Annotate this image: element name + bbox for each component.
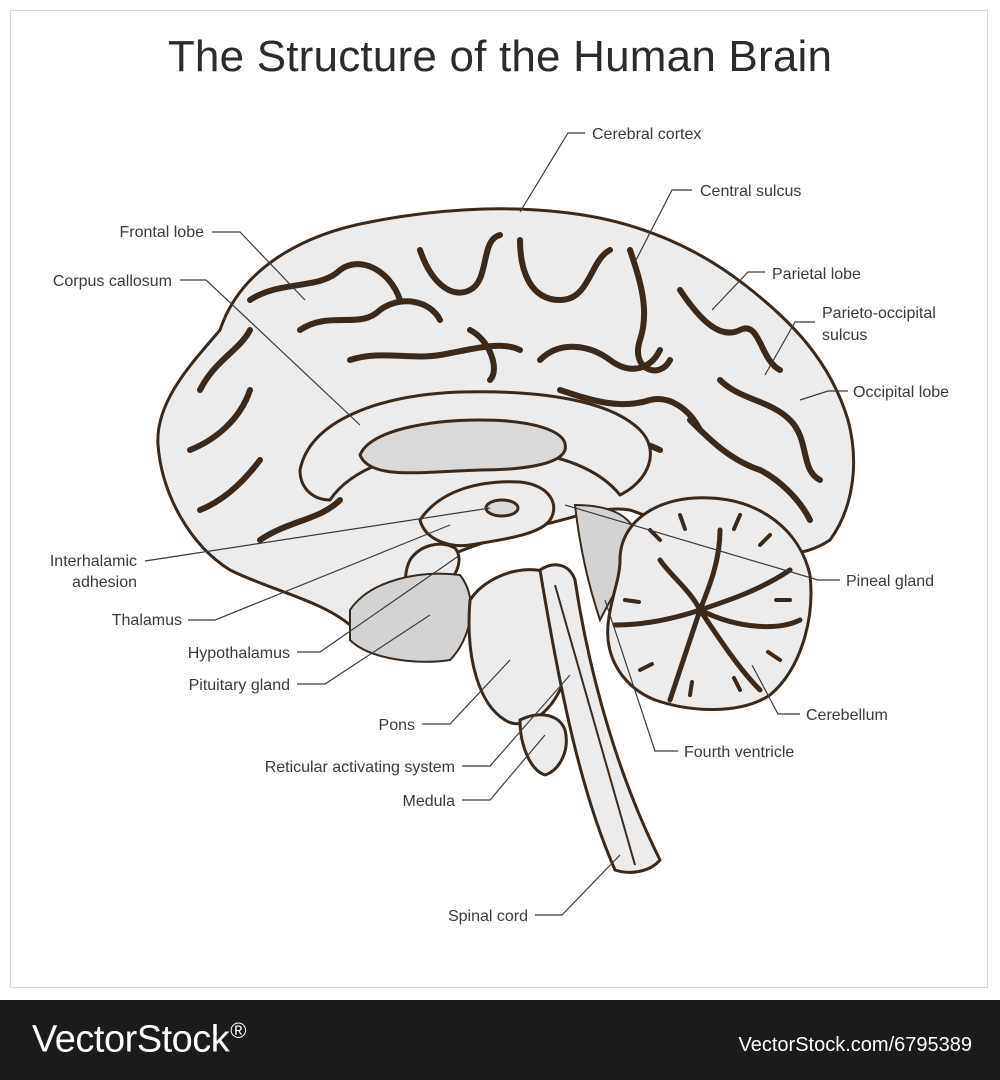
- cerebellum-shape: [606, 496, 813, 711]
- leader-lines: [144, 132, 848, 916]
- label-hypothalamus: Hypothalamus: [188, 645, 290, 662]
- label-thalamus: Thalamus: [112, 612, 182, 629]
- thalamus-shape: [418, 480, 556, 548]
- spinal-cord-shape: [538, 563, 662, 874]
- label-fourth-ventricle: Fourth ventricle: [684, 744, 794, 761]
- label-pituitary-gland: Pituitary gland: [189, 677, 290, 694]
- label-frontal-lobe: Frontal lobe: [120, 224, 205, 241]
- label-parieto-occipital-line1: Parieto-occipital: [822, 305, 936, 322]
- gyri-pattern: [187, 232, 823, 543]
- label-corpus-callosum: Corpus callosum: [53, 273, 172, 290]
- label-pons: Pons: [379, 717, 415, 734]
- label-reticular-activating-system: Reticular activating system: [265, 759, 455, 776]
- brain-diagram: Cerebral cortex Central sulcus Frontal l…: [50, 126, 949, 925]
- label-cerebral-cortex: Cerebral cortex: [592, 126, 701, 143]
- label-parietal-lobe: Parietal lobe: [772, 266, 861, 283]
- diagram-title: The Structure of the Human Brain: [167, 32, 833, 81]
- brand-logo[interactable]: VectorStock®: [32, 1018, 246, 1062]
- label-interhalamic-line2: adhesion: [72, 574, 137, 591]
- label-pineal-gland: Pineal gland: [846, 573, 934, 590]
- brand-name: VectorStock: [32, 1018, 230, 1061]
- interthalamic-adhesion-shape: [484, 498, 520, 518]
- label-occipital-lobe: Occipital lobe: [853, 384, 949, 401]
- label-cerebellum: Cerebellum: [806, 707, 888, 724]
- label-central-sulcus: Central sulcus: [700, 183, 801, 200]
- label-medula: Medula: [403, 793, 456, 810]
- medulla-shape: [518, 713, 568, 777]
- labels: Cerebral cortex Central sulcus Frontal l…: [50, 126, 949, 925]
- footer-bar: VectorStock® VectorStock.com/6795389: [0, 1000, 1000, 1080]
- image-url[interactable]: VectorStock.com/6795389: [738, 1034, 972, 1056]
- lateral-ventricle-shape: [358, 418, 567, 475]
- label-interhalamic-line1: Interhalamic: [50, 553, 137, 570]
- registered-mark: ®: [230, 1018, 246, 1043]
- spinal-cord-line: [554, 584, 636, 866]
- label-spinal-cord: Spinal cord: [448, 908, 528, 925]
- label-parieto-occipital-line2: sulcus: [822, 327, 867, 344]
